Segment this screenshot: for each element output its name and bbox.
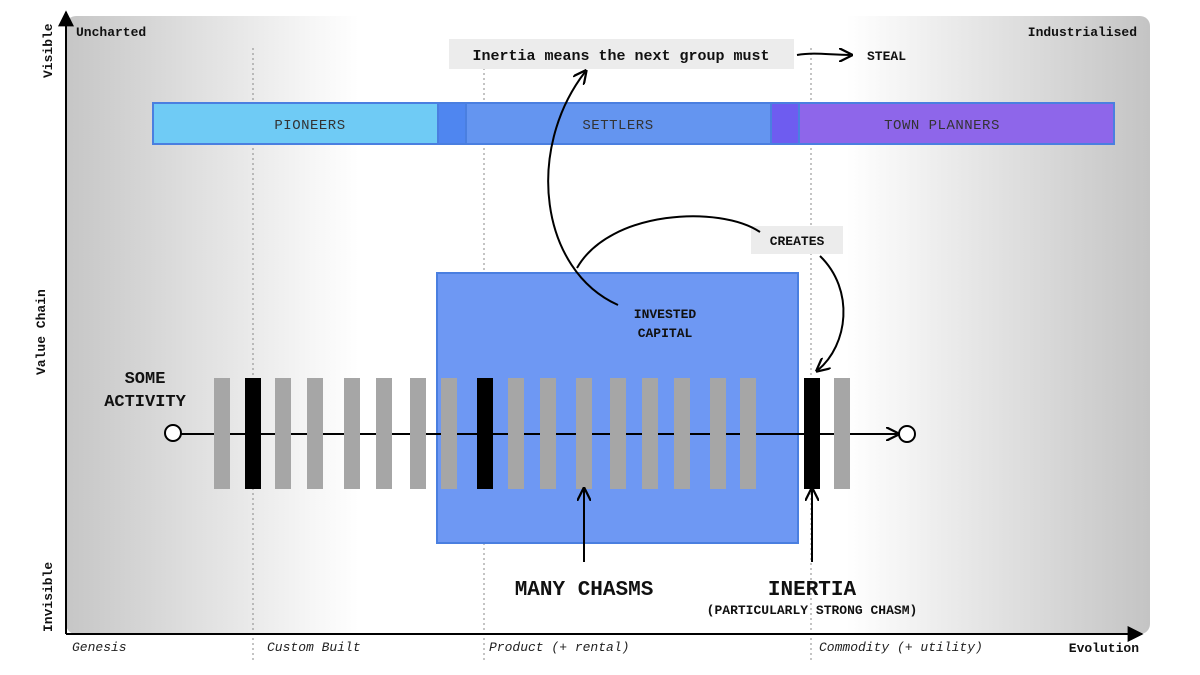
creates-label: CREATES: [770, 234, 825, 249]
chasm-bar-strong: [804, 378, 820, 489]
band-overlap-pioneers-settlers: [437, 102, 467, 145]
invested-capital-line1: INVESTED: [634, 307, 697, 322]
chasm-bar-strong: [245, 378, 261, 489]
chasm-bar: [834, 378, 850, 489]
chasm-bar: [344, 378, 360, 489]
inertia-sub-label: (PARTICULARLY STRONG CHASM): [707, 603, 918, 618]
many-chasms-label: MANY CHASMS: [515, 579, 654, 602]
steal-arrow: [796, 54, 850, 55]
invested-capital-line2: CAPITAL: [638, 326, 693, 341]
chasm-bars: [214, 378, 850, 489]
x-axis-evolution: Evolution: [1069, 641, 1139, 656]
band-overlap-settlers-town: [770, 102, 800, 145]
chasm-bar: [710, 378, 726, 489]
chasm-bar: [410, 378, 426, 489]
stage-commodity: Commodity (+ utility): [819, 640, 983, 655]
corner-uncharted: Uncharted: [76, 25, 146, 40]
stage-genesis: Genesis: [72, 640, 127, 655]
corner-industrialised: Industrialised: [1028, 25, 1137, 40]
town-planners-label: TOWN PLANNERS: [884, 118, 1000, 134]
chasm-bar: [740, 378, 756, 489]
chasm-bar: [307, 378, 323, 489]
activity-start-node: [164, 424, 182, 442]
chasm-bar: [576, 378, 592, 489]
steal-label: STEAL: [867, 49, 906, 64]
chasm-bar: [642, 378, 658, 489]
chasm-bar: [441, 378, 457, 489]
capital-to-steal-arrow: [547, 72, 619, 306]
chasm-bar: [275, 378, 291, 489]
y-axis-invisible: Invisible: [41, 562, 56, 632]
creates-box: [751, 226, 843, 254]
chasm-bar-strong: [477, 378, 493, 489]
stage-product: Product (+ rental): [489, 640, 629, 655]
inertia-label: INERTIA: [768, 579, 857, 602]
some-activity-line2: ACTIVITY: [104, 393, 186, 412]
some-activity-line1: SOME: [125, 370, 166, 389]
chasm-bar: [376, 378, 392, 489]
y-axis-visible: Visible: [41, 23, 56, 78]
chasm-bar: [674, 378, 690, 489]
band-pioneers: [152, 102, 467, 145]
chasm-bar: [540, 378, 556, 489]
capital-creates-curve: [576, 215, 761, 269]
pioneers-label: PIONEERS: [274, 118, 345, 134]
stage-custom-built: Custom Built: [267, 640, 361, 655]
creates-to-inertia-arrow: [818, 255, 845, 370]
y-axis-value-chain: Value Chain: [34, 289, 49, 375]
invested-capital-box: [436, 272, 799, 544]
activity-end-node: [898, 425, 916, 443]
chasm-bar: [508, 378, 524, 489]
settlers-label: SETTLERS: [582, 118, 653, 134]
chasm-bar: [214, 378, 230, 489]
chasm-bar: [610, 378, 626, 489]
inertia-note-box: [449, 39, 794, 69]
inertia-note-text: Inertia means the next group must: [472, 48, 769, 65]
